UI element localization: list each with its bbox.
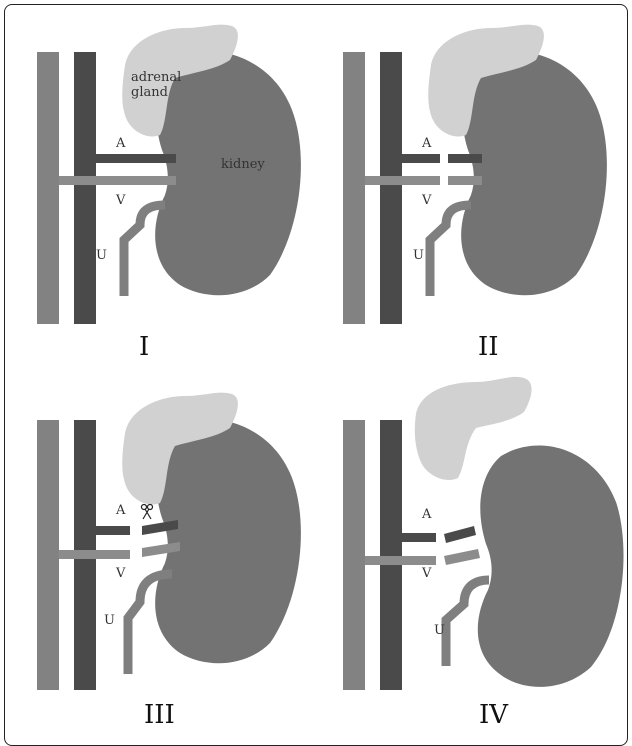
renal-artery-stump	[402, 533, 436, 542]
vein-label: V	[116, 194, 125, 207]
vena-cava	[37, 420, 59, 690]
renal-artery-distal	[444, 526, 476, 543]
kidney-shape	[478, 446, 624, 687]
vein-label: V	[422, 567, 431, 580]
scissors-icon	[142, 505, 153, 520]
vena-cava	[37, 52, 59, 324]
ureter-label: U	[96, 249, 107, 262]
aorta	[380, 52, 402, 324]
artery-label: A	[116, 137, 125, 150]
vein-label: V	[422, 194, 431, 207]
panel-numeral: II	[478, 334, 499, 360]
panel-3: A V U III	[0, 362, 300, 722]
renal-vein-stump	[365, 176, 440, 185]
artery-label: A	[116, 504, 125, 517]
vein-label: V	[116, 567, 125, 580]
renal-artery	[96, 154, 176, 163]
kidney-shape	[155, 419, 301, 663]
renal-vein	[59, 176, 176, 185]
vena-cava	[343, 420, 365, 690]
panel-3-drawing	[0, 362, 300, 722]
adrenal-gland-label: adrenal gland	[131, 70, 191, 100]
panel-2-drawing	[306, 0, 606, 360]
panel-1-drawing	[0, 0, 300, 360]
renal-artery-distal	[448, 154, 482, 163]
artery-label: A	[422, 508, 431, 521]
vena-cava	[343, 52, 365, 324]
ureter-label: U	[104, 614, 115, 627]
aorta	[74, 52, 96, 324]
panel-1: adrenal gland kidney A V U I	[0, 0, 300, 360]
aorta	[380, 420, 402, 690]
ureter-label: U	[434, 624, 445, 637]
panel-4: A V U IV	[306, 362, 606, 722]
panel-numeral: III	[144, 702, 175, 728]
kidney-label: kidney	[221, 158, 265, 171]
renal-artery-stump	[96, 526, 130, 535]
panel-numeral: IV	[479, 702, 508, 728]
renal-vein-stump	[59, 550, 130, 559]
renal-vein-stump	[365, 556, 436, 565]
artery-label: A	[422, 137, 431, 150]
renal-artery-stump	[402, 154, 440, 163]
renal-vein-distal	[448, 176, 482, 185]
panel-4-drawing	[306, 362, 606, 722]
panel-numeral: I	[139, 334, 149, 360]
panel-2: A V U II	[306, 0, 606, 360]
ureter-label: U	[413, 249, 424, 262]
kidney-shape	[461, 51, 607, 295]
renal-vein-distal	[444, 549, 480, 565]
